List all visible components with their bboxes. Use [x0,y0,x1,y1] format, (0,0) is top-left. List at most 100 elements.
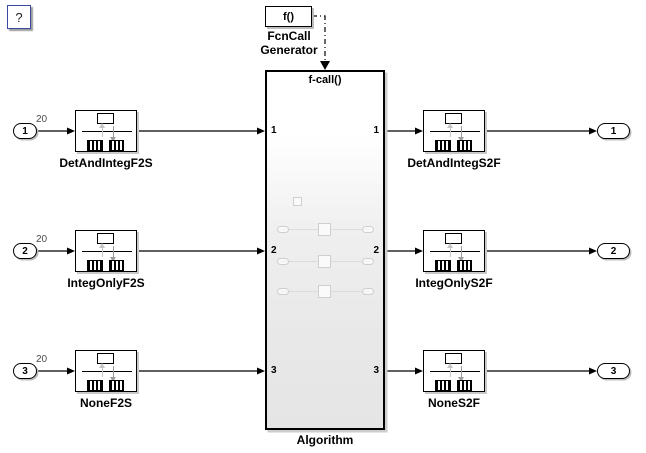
function-call-wire[interactable] [312,15,330,70]
preview-inport-icon [277,258,289,265]
converter-block-label: IntegOnlyF2S [67,276,145,290]
up-arrow-shaft [450,247,451,257]
signal-wire[interactable] [485,247,597,255]
converter-block-label: DetAndIntegF2S [59,156,153,170]
icon-divider-line [430,131,480,132]
signal-wire[interactable] [485,367,597,375]
up-arrow-shaft [102,127,103,137]
preview-outport-icon [362,258,374,265]
buffer-icon [457,260,472,271]
signal-wire[interactable] [385,127,423,135]
preview-inport-icon [277,288,289,295]
signal-wire[interactable] [385,247,423,255]
algorithm-outport-label-2: 2 [373,245,379,256]
register-icon [97,233,114,244]
converter-block-detandintegs2f[interactable] [423,110,485,152]
arrowhead-right-icon [67,247,75,255]
converter-block-label: DetAndIntegS2F [407,156,501,170]
fcncall-generator-block[interactable]: f() [265,6,312,27]
buffer-icon [87,260,103,271]
buffer-icon [109,380,124,391]
preview-block-icon [293,197,302,206]
register-icon [445,353,462,364]
signal-wire[interactable] [137,247,265,255]
up-arrow-shaft [102,367,103,377]
outport-3[interactable]: 3 [597,363,630,379]
buffer-icon [87,380,103,391]
signal-width-label: 20 [36,114,48,125]
converter-block-label: IntegOnlyS2F [415,276,493,290]
model-help-button[interactable]: ? [7,5,31,29]
converter-block-integonlyf2s[interactable] [75,230,137,272]
down-arrow-shaft [113,366,114,377]
up-arrow-icon [447,363,453,368]
buffer-icon [457,380,472,391]
signal-wire[interactable] [137,367,265,375]
buffer-icon [109,260,124,271]
fcncall-generator-block-text: f() [283,10,294,23]
outport-2[interactable]: 2 [597,243,630,259]
down-arrow-icon [458,377,464,382]
inport-1-number: 1 [22,125,28,137]
algorithm-inport-label-1: 1 [271,125,277,136]
arrowhead-right-icon [589,127,597,135]
signal-wire[interactable] [385,367,423,375]
up-arrow-icon [99,363,105,368]
arrowhead-right-icon [257,367,265,375]
signal-wire[interactable] [37,367,75,375]
inport-1[interactable]: 1 [13,123,37,139]
inport-2[interactable]: 2 [13,243,37,259]
up-arrow-shaft [450,367,451,377]
preview-block-icon [318,223,331,236]
icon-divider-line [430,251,480,252]
converter-block-label: NoneF2S [79,396,132,410]
down-arrow-shaft [113,126,114,137]
buffer-icon [435,380,451,391]
inport-3[interactable]: 3 [13,363,37,379]
icon-divider-line [430,371,480,372]
algorithm-trigger-port-label: f-call() [308,74,342,86]
arrowhead-right-icon [257,247,265,255]
up-arrow-shaft [450,127,451,137]
arrowhead-right-icon [415,247,423,255]
fcncall-generator-label-line1: FcnCall [267,29,311,43]
signal-wire[interactable] [37,127,75,135]
arrowhead-right-icon [67,367,75,375]
down-arrow-shaft [113,246,114,257]
signal-width-label: 20 [36,234,48,245]
register-icon [445,113,462,124]
arrowhead-down-icon [320,61,330,70]
algorithm-inport-label-3: 3 [271,365,277,376]
arrowhead-right-icon [589,367,597,375]
buffer-icon [435,260,451,271]
converter-block-nones2f[interactable] [423,350,485,392]
buffer-icon [109,140,124,151]
icon-divider-line [82,371,132,372]
signal-width-label: 20 [36,354,48,365]
outport-1-number: 1 [610,125,617,137]
preview-inport-icon [277,226,289,233]
buffer-icon [87,140,103,151]
down-arrow-icon [110,257,116,262]
outport-3-number: 3 [610,365,617,377]
fcncall-generator-label-line2: Generator [260,43,318,57]
converter-block-detandintegf2s[interactable] [75,110,137,152]
help-question-icon: ? [15,9,23,25]
down-arrow-shaft [461,246,462,257]
down-arrow-icon [110,377,116,382]
signal-wire[interactable] [37,247,75,255]
down-arrow-icon [458,137,464,142]
algorithm-block-label: Algorithm [296,433,354,447]
preview-outport-icon [362,288,374,295]
converter-block-integonlys2f[interactable] [423,230,485,272]
arrowhead-right-icon [415,127,423,135]
icon-divider-line [82,131,132,132]
inport-3-number: 3 [22,365,28,377]
algorithm-subsystem-block[interactable]: f-call() 1 2 3 1 2 3 [265,70,385,430]
signal-wire[interactable] [485,127,597,135]
signal-wire[interactable] [137,127,265,135]
converter-block-nonef2s[interactable] [75,350,137,392]
outport-1[interactable]: 1 [597,123,630,139]
